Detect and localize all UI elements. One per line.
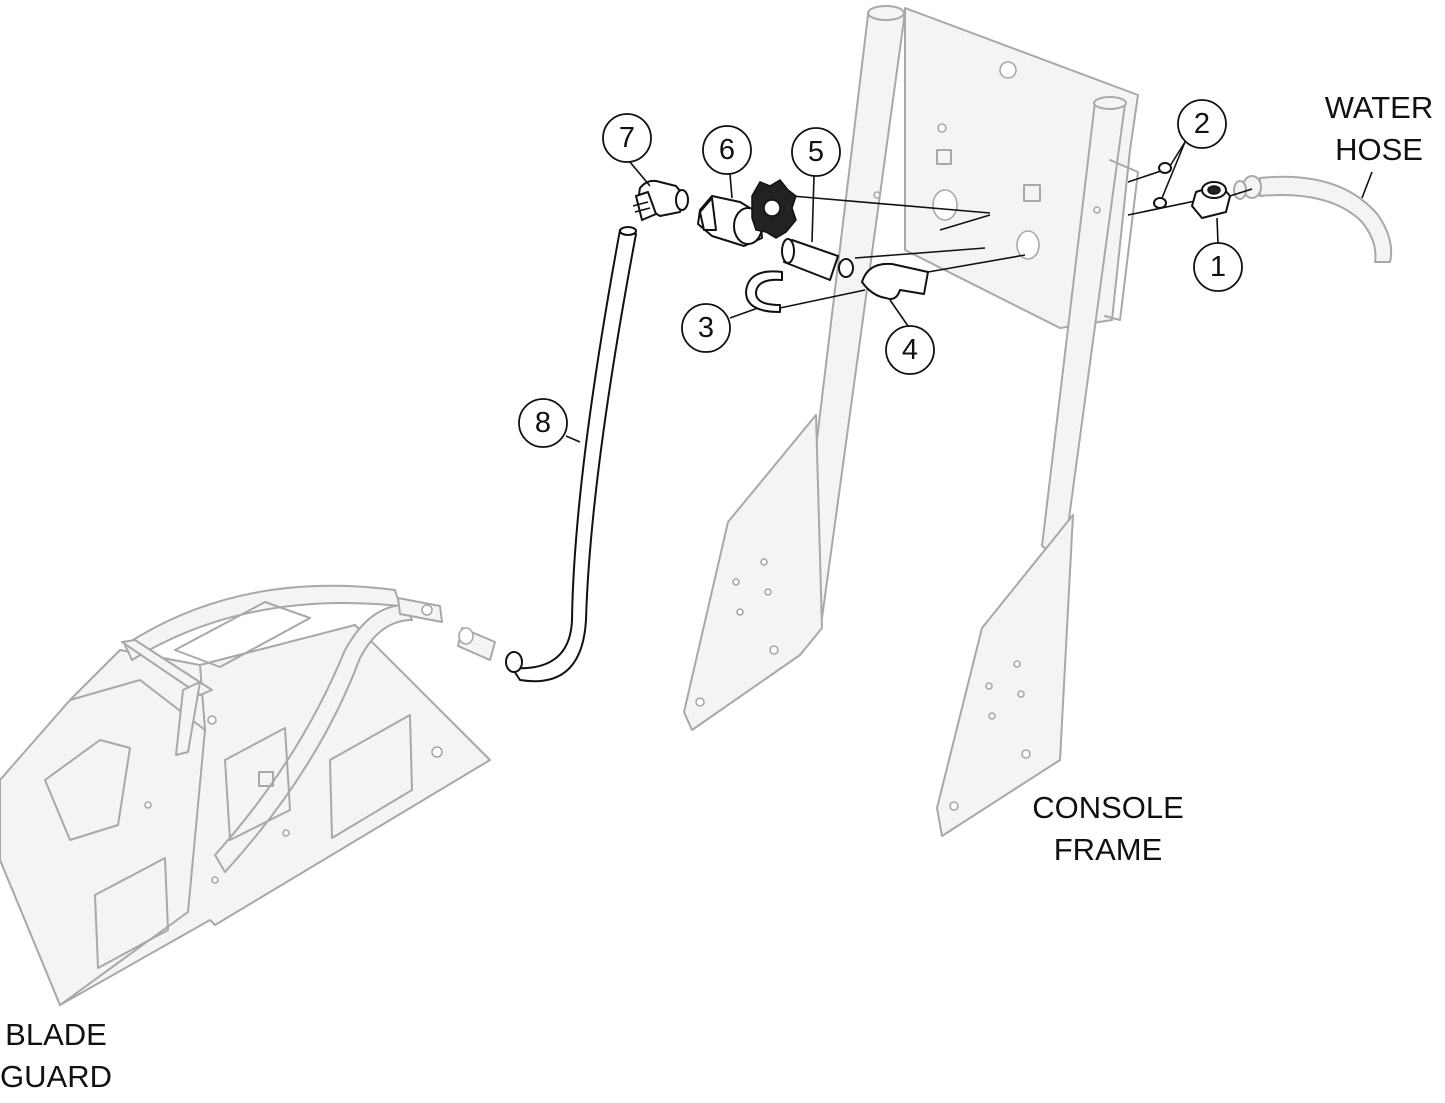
callout-leaders	[565, 141, 1219, 443]
svg-text:7: 7	[619, 122, 635, 154]
blade-guard	[0, 584, 496, 1006]
part-7-elbow-fitting	[632, 179, 689, 221]
label-console-frame: CONSOLE FRAME	[1032, 790, 1184, 867]
part-1-hex-adapter	[1191, 181, 1231, 219]
svg-text:FRAME: FRAME	[1054, 832, 1163, 867]
label-blade-guard: BLADE GUARD	[0, 1017, 112, 1094]
part-4-elbow	[838, 258, 929, 300]
callout-6: 6	[702, 125, 752, 175]
svg-text:1: 1	[1210, 251, 1226, 283]
console-frame	[683, 5, 1139, 837]
svg-text:WATER: WATER	[1325, 90, 1434, 125]
label-water-hose: WATER HOSE	[1325, 90, 1434, 199]
svg-text:8: 8	[535, 407, 551, 439]
callout-7: 7	[602, 113, 652, 163]
callout-2: 2	[1177, 99, 1227, 149]
svg-text:5: 5	[808, 136, 824, 168]
part-6-valve	[697, 179, 797, 247]
part-3-u-bolt	[745, 270, 783, 313]
svg-text:6: 6	[719, 134, 735, 166]
svg-text:3: 3	[698, 312, 714, 344]
part-8-hose	[505, 226, 637, 683]
callout-1: 1	[1193, 242, 1243, 292]
water-hose	[1233, 175, 1393, 263]
callout-4: 4	[885, 325, 935, 375]
part-2-washers	[1153, 162, 1172, 209]
svg-text:HOSE: HOSE	[1335, 132, 1423, 167]
svg-text:GUARD: GUARD	[0, 1059, 112, 1094]
callout-3: 3	[681, 303, 731, 353]
svg-text:2: 2	[1194, 108, 1210, 140]
svg-text:CONSOLE: CONSOLE	[1032, 790, 1184, 825]
svg-text:4: 4	[902, 334, 918, 366]
callout-5: 5	[791, 127, 841, 177]
svg-text:BLADE: BLADE	[5, 1017, 107, 1052]
part-5-nipple	[781, 238, 839, 281]
callout-8: 8	[518, 398, 568, 448]
